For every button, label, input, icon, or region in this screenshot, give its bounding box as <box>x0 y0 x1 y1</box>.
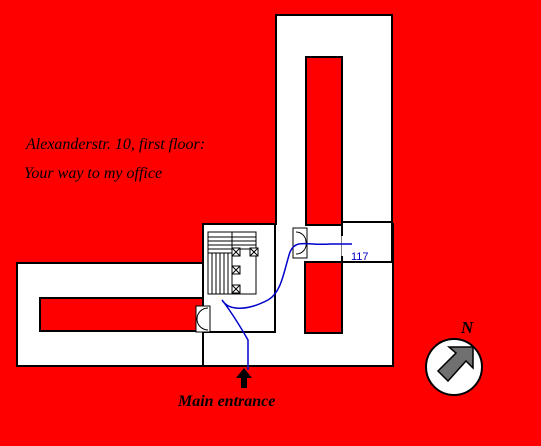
route-path <box>221 242 352 370</box>
elevator-markers <box>231 247 259 294</box>
east-inner-void <box>304 261 343 334</box>
stairwell-room <box>202 223 276 333</box>
entrance-arrow <box>236 368 252 388</box>
north-inner-void <box>305 56 343 226</box>
compass-icon <box>425 338 483 396</box>
staircase <box>207 231 257 295</box>
room-117 <box>341 221 393 263</box>
map-title-line1: Alexanderstr. 10, first floor: <box>26 136 206 153</box>
inner-voids <box>39 56 343 334</box>
main-entrance-label: Main entrance <box>178 393 276 410</box>
map-title-line2: Your way to my office <box>24 165 163 182</box>
room-number-label: 117 <box>351 251 369 263</box>
west-inner-void <box>39 297 204 332</box>
stair-core <box>202 223 276 333</box>
compass-north-label: N <box>461 318 474 337</box>
doors <box>195 227 308 333</box>
